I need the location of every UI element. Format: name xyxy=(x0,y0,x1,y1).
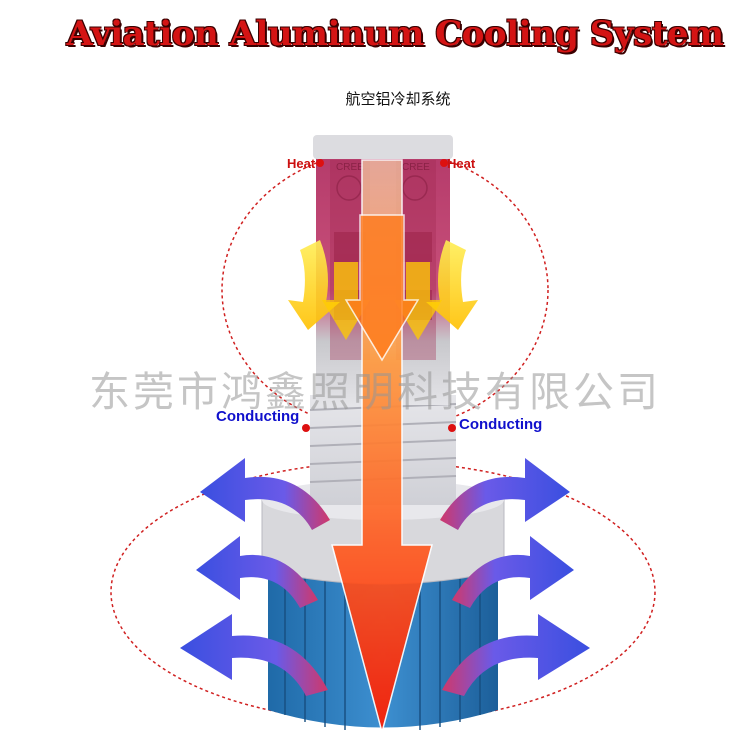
cooling-arrows-left xyxy=(180,458,330,696)
heat-marker-left xyxy=(316,159,324,167)
conducting-label-right: Conducting xyxy=(459,416,543,433)
chip-label-right: CREE xyxy=(402,162,430,173)
cooling-arrow-left-top xyxy=(200,458,330,530)
diagram-subtitle: 航空铝冷却系统 xyxy=(345,90,451,108)
cooling-arrow-left-mid xyxy=(196,536,318,608)
heat-marker-right xyxy=(440,159,448,167)
cooling-arrow-right-top xyxy=(440,458,570,530)
diagram-title: Aviation Aluminum Cooling System xyxy=(66,14,724,54)
conducting-marker-right xyxy=(448,424,456,432)
conducting-marker-left xyxy=(302,424,310,432)
upper-heat-arrow-tip xyxy=(344,214,420,362)
chip-label-left: CREE xyxy=(336,162,364,173)
cooling-arrow-right-mid xyxy=(452,536,574,608)
company-watermark: 东莞市鸿鑫照明科技有限公司 xyxy=(89,368,661,416)
cooling-arrows-right xyxy=(440,458,590,696)
conducting-label-left: Conducting xyxy=(216,408,300,425)
heat-label-right: Heat xyxy=(447,156,476,171)
cooling-arrow-left-bottom xyxy=(180,614,328,696)
cooling-arrow-right-bottom xyxy=(442,614,590,696)
heat-arrow-right xyxy=(426,240,478,330)
heat-label-left: Heat xyxy=(287,156,316,171)
